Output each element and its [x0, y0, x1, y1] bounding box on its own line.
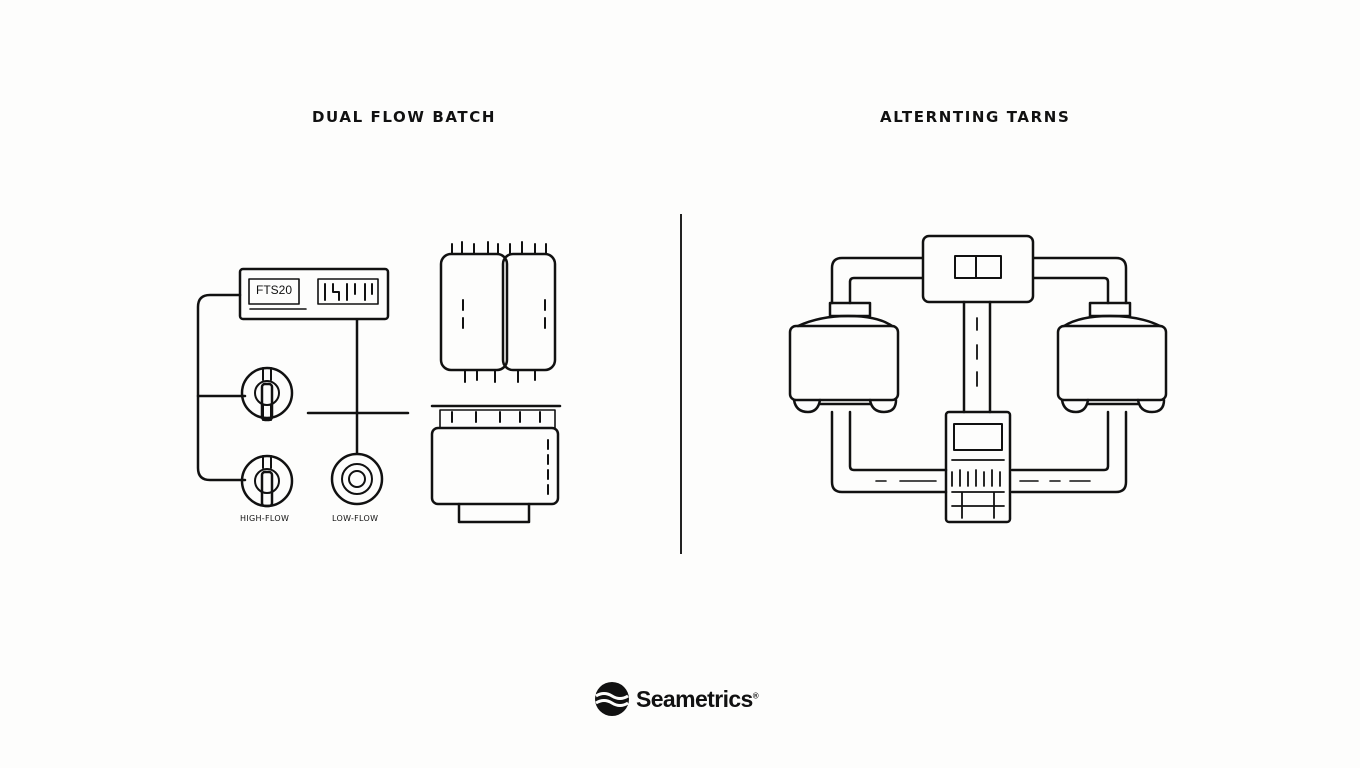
top-pipe-left: [830, 256, 924, 305]
batch-tank-icon: [430, 404, 562, 524]
center-column: [962, 300, 992, 414]
twin-tank-icon: [439, 241, 557, 383]
seametrics-wave-circle-icon: [595, 682, 629, 716]
high-flow-label: HIGH-FLOW: [240, 514, 290, 523]
top-pipe-right: [1032, 256, 1128, 305]
flow-meter-icon: [944, 410, 1012, 524]
dual-flow-batch-title: DUAL FLOW BATCH: [312, 108, 497, 126]
brand-name: Seametrics®: [636, 685, 759, 713]
low-flow-valve-icon: [330, 452, 384, 506]
control-box-icon: [921, 234, 1035, 304]
bottom-pipe-left: [830, 410, 948, 494]
high-flow-valve-icon: [240, 454, 294, 508]
right-tank-icon: [1056, 301, 1168, 414]
alternating-tanks-title: ALTERNTING TARNS: [880, 108, 1071, 126]
panel-divider: [680, 214, 682, 554]
controller-display-label: FTS20: [256, 283, 293, 297]
valve-icon: [240, 366, 294, 422]
registered-mark: ®: [752, 690, 759, 700]
bottom-pipe-right: [1010, 410, 1128, 494]
low-flow-label: LOW-FLOW: [332, 514, 379, 523]
dual-flow-batch-diagram: [196, 241, 562, 524]
brand-name-text: Seametrics: [636, 685, 753, 712]
left-tank-icon: [788, 301, 900, 414]
signal-wire-left: [196, 293, 247, 482]
seametrics-logo: Seametrics®: [594, 681, 759, 717]
